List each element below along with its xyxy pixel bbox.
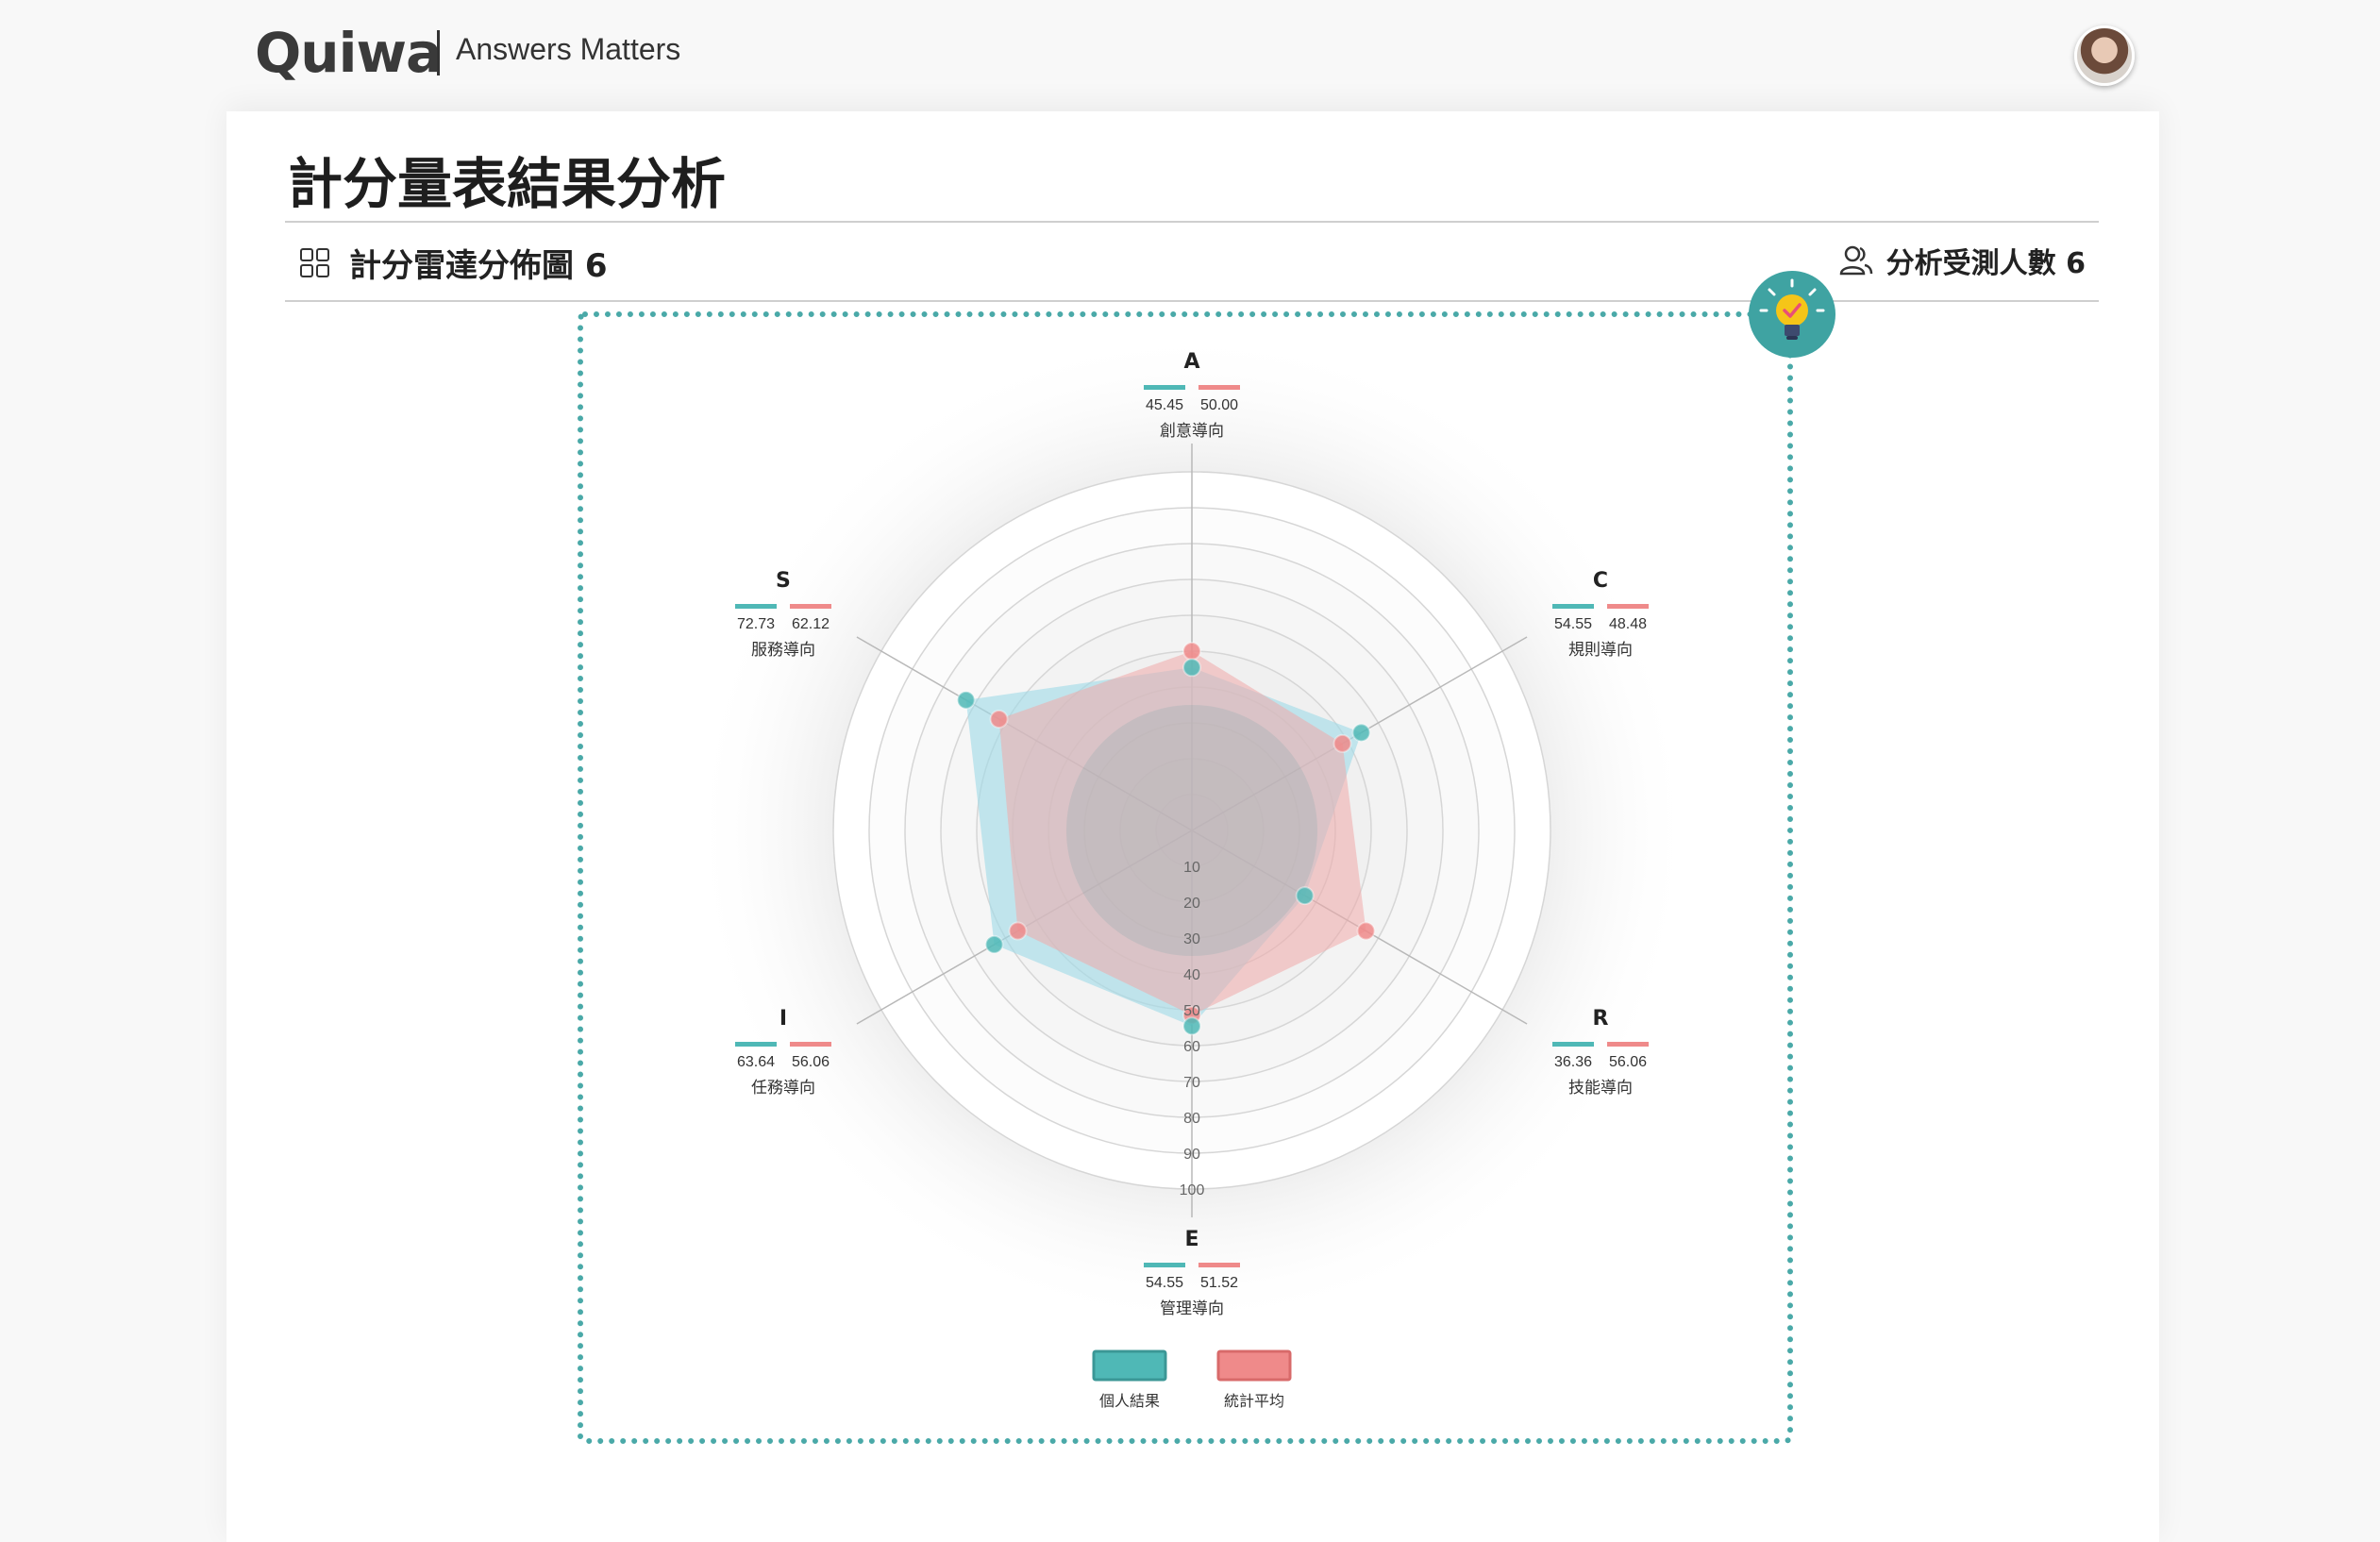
legend-swatch-average [1198,385,1240,390]
data-label-personal: 54.55 [1146,1275,1183,1291]
category-key-label: E [1184,1228,1198,1251]
data-label-personal: 36.36 [1554,1054,1592,1070]
legend-label-average: 統計平均 [1224,1392,1284,1410]
category-name-label: 管理導向 [1160,1299,1224,1318]
legend-swatch-personal [1552,1042,1595,1047]
quiwa-logo[interactable]: Quiwa [255,21,443,85]
legend-label-personal: 個人結果 [1099,1392,1160,1410]
category-name-label: 任務導向 [751,1079,815,1098]
legend-item-average[interactable] [1216,1349,1292,1382]
radial-tick-label: 10 [1183,860,1200,876]
data-label-average: 51.52 [1200,1275,1238,1291]
insight-bulb-button[interactable] [1749,271,1835,358]
data-point-personal [1182,1016,1201,1036]
tagline: Answers Matters [456,32,681,66]
section-header: 計分雷達分佈圖 6 [300,240,608,286]
radial-tick-label: 60 [1183,1039,1200,1055]
overlap-tint [1066,705,1317,956]
radial-tick-label: 90 [1183,1147,1200,1163]
legend-swatch-personal [1552,604,1595,609]
data-label-personal: 54.55 [1554,616,1592,632]
data-point-average [989,709,1009,729]
legend-item-personal[interactable] [1092,1349,1167,1382]
logo-divider [437,30,440,75]
data-point-average [1182,642,1201,661]
category-key-label: I [779,1007,787,1031]
data-point-personal [956,690,976,710]
data-point-average [1332,733,1352,753]
title-divider [285,221,2099,223]
grid-icon [300,247,330,278]
legend-swatch-average [1607,604,1650,609]
lightbulb-icon [1759,278,1825,340]
data-point-personal [984,934,1004,954]
data-label-average: 56.06 [1609,1054,1647,1070]
top-bar: Quiwa Answers Matters [0,0,2380,111]
data-point-personal [1295,886,1315,906]
data-label-personal: 63.64 [737,1054,775,1070]
category-key-label: S [776,569,791,593]
legend-swatch-personal [734,1042,777,1047]
data-label-average: 56.06 [792,1054,830,1070]
legend-swatch-average [789,1042,831,1047]
page-title: 計分量表結果分析 [288,152,727,216]
radial-tick-label: 50 [1183,1003,1200,1019]
radial-tick-label: 40 [1183,967,1200,983]
radial-tick-label: 100 [1180,1182,1205,1198]
respondent-count: 分析受測人數 6 [1839,240,2086,281]
legend-swatch-personal [734,604,777,609]
category-name-label: 創意導向 [1160,422,1224,441]
users-icon [1839,245,1872,276]
category-name-label: 服務導向 [751,641,815,660]
legend-swatch-personal [1144,385,1185,390]
data-label-average: 48.48 [1609,616,1647,632]
radial-tick-label: 20 [1183,896,1200,912]
chart-frame [578,311,1793,1444]
category-key-label: R [1593,1007,1609,1031]
radial-tick-label: 80 [1183,1111,1200,1127]
data-point-average [1356,921,1376,941]
category-name-label: 技能導向 [1568,1079,1633,1098]
legend-swatch-personal [1144,1263,1185,1267]
data-label-personal: 45.45 [1146,397,1183,413]
series-area-average [998,651,1366,1015]
legend-swatch-average [1607,1042,1650,1047]
avatar[interactable] [2074,25,2135,86]
respondent-count-label: 分析受測人數 6 [1886,247,2086,280]
section-title: 計分雷達分佈圖 6 [349,247,608,285]
section-divider [285,300,2099,302]
category-key-label: C [1593,569,1608,593]
category-key-label: A [1183,350,1199,374]
legend-swatch-average [789,604,831,609]
data-label-average: 50.00 [1200,397,1238,413]
data-label-average: 62.12 [792,616,830,632]
radial-tick-label: 70 [1183,1075,1200,1091]
category-name-label: 規則導向 [1568,641,1633,660]
legend-swatch-average [1198,1263,1240,1267]
data-point-personal [1351,723,1371,743]
data-point-personal [1182,658,1201,678]
data-point-average [1008,921,1028,941]
data-label-personal: 72.73 [737,616,775,632]
radial-tick-label: 30 [1183,931,1200,947]
